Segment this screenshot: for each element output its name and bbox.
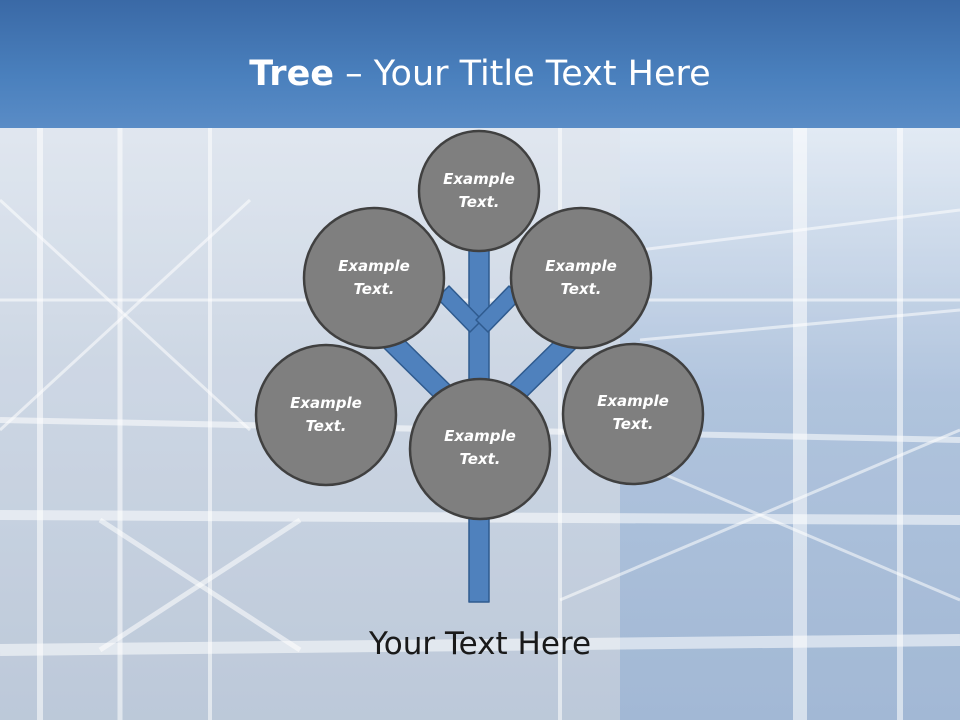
title-text: – Your Title Text Here [334, 54, 711, 94]
title-bar [0, 0, 960, 128]
node-label-line: Text. [353, 280, 395, 298]
node-label-line: Example [443, 170, 515, 188]
node-label-line: Example [338, 257, 410, 275]
node-label-line: Example [444, 427, 516, 445]
slide-title[interactable]: Tree – Your Title Text Here [0, 52, 960, 96]
node-label-line: Text. [459, 450, 501, 468]
tree-node-top [417, 129, 541, 253]
tree-node-upper-left [302, 206, 446, 350]
node-label-line: Example [290, 394, 362, 412]
title-bold-word: Tree [249, 54, 335, 94]
node-label-line: Text. [560, 280, 602, 298]
tree-node-lower-left-label[interactable]: Example Text. [266, 392, 386, 438]
tree-node-upper-left-label[interactable]: Example Text. [314, 255, 434, 301]
node-label-line: Example [597, 392, 669, 410]
node-label-line: Text. [305, 417, 347, 435]
node-label-line: Example [545, 257, 617, 275]
node-label-line: Text. [612, 415, 654, 433]
tree-node-lower-right-label[interactable]: Example Text. [573, 390, 693, 436]
tree-node-lower-left [254, 343, 398, 487]
tree-node-top-label[interactable]: Example Text. [419, 168, 539, 214]
footer-text[interactable]: Your Text Here [368, 626, 592, 662]
tree-node-center-label[interactable]: Example Text. [420, 425, 540, 471]
node-label-line: Text. [458, 193, 500, 211]
tree-node-center [408, 377, 552, 521]
tree-node-upper-right-label[interactable]: Example Text. [521, 255, 641, 301]
tree-node-upper-right [509, 206, 653, 350]
tree-node-lower-right [561, 342, 705, 486]
